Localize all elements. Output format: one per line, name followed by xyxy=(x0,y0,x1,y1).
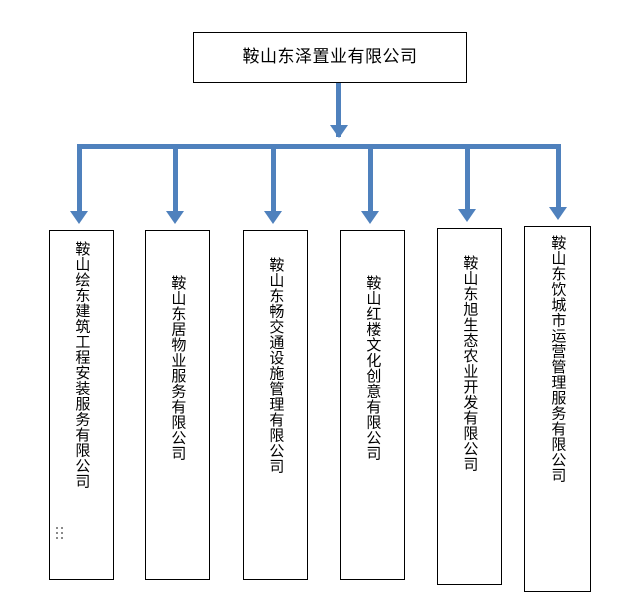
dot-grid-dot xyxy=(56,532,58,534)
dot-grid-dot xyxy=(61,532,63,534)
org-node-root-label: 鞍山东泽置业有限公司 xyxy=(242,47,418,67)
org-node-child-6-label: 鞍山东饮城市运营管理服务有限公司 xyxy=(549,235,567,483)
connector-trunk-line xyxy=(336,83,341,137)
connector-stem-4 xyxy=(368,146,373,214)
connector-stem-5 xyxy=(465,146,470,214)
connector-horizontal-bus xyxy=(77,144,561,149)
connector-arrowhead-3-icon xyxy=(264,211,282,224)
connector-stem-6 xyxy=(556,146,561,214)
dot-grid-dot xyxy=(56,537,58,539)
org-node-child-4[interactable]: 鞍山红楼文化创意有限公司 xyxy=(340,230,405,580)
connector-arrowhead-5-icon xyxy=(458,209,476,222)
org-node-child-3[interactable]: 鞍山东畅交通设施管理有限公司 xyxy=(243,230,308,580)
dot-grid-handle-icon[interactable] xyxy=(56,527,63,540)
org-node-child-6[interactable]: 鞍山东饮城市运营管理服务有限公司 xyxy=(524,226,591,592)
connector-stem-3 xyxy=(271,146,276,214)
connector-arrowhead-6-icon xyxy=(549,207,567,220)
org-node-child-5-label: 鞍山东旭生态农业开发有限公司 xyxy=(461,255,479,472)
org-node-child-2-label: 鞍山东居物业服务有限公司 xyxy=(169,275,187,461)
dot-grid-dot xyxy=(61,537,63,539)
connector-arrowhead-1-icon xyxy=(70,211,88,224)
dot-grid-dot xyxy=(61,527,63,529)
org-node-child-4-label: 鞍山红楼文化创意有限公司 xyxy=(364,275,382,461)
connector-arrowhead-4-icon xyxy=(361,211,379,224)
org-node-child-5[interactable]: 鞍山东旭生态农业开发有限公司 xyxy=(437,228,502,585)
org-node-child-2[interactable]: 鞍山东居物业服务有限公司 xyxy=(145,230,210,580)
connector-stem-1 xyxy=(77,146,82,214)
connector-trunk-arrowhead-icon xyxy=(330,125,348,138)
org-node-child-3-label: 鞍山东畅交通设施管理有限公司 xyxy=(267,257,285,474)
connector-stem-2 xyxy=(173,146,178,214)
dot-grid-dot xyxy=(56,527,58,529)
connector-arrowhead-2-icon xyxy=(166,211,184,224)
org-node-root[interactable]: 鞍山东泽置业有限公司 xyxy=(193,32,467,83)
org-node-child-1[interactable]: 鞍山绘东建筑工程安装服务有限公司 xyxy=(49,230,114,580)
org-node-child-1-label: 鞍山绘东建筑工程安装服务有限公司 xyxy=(73,241,91,489)
